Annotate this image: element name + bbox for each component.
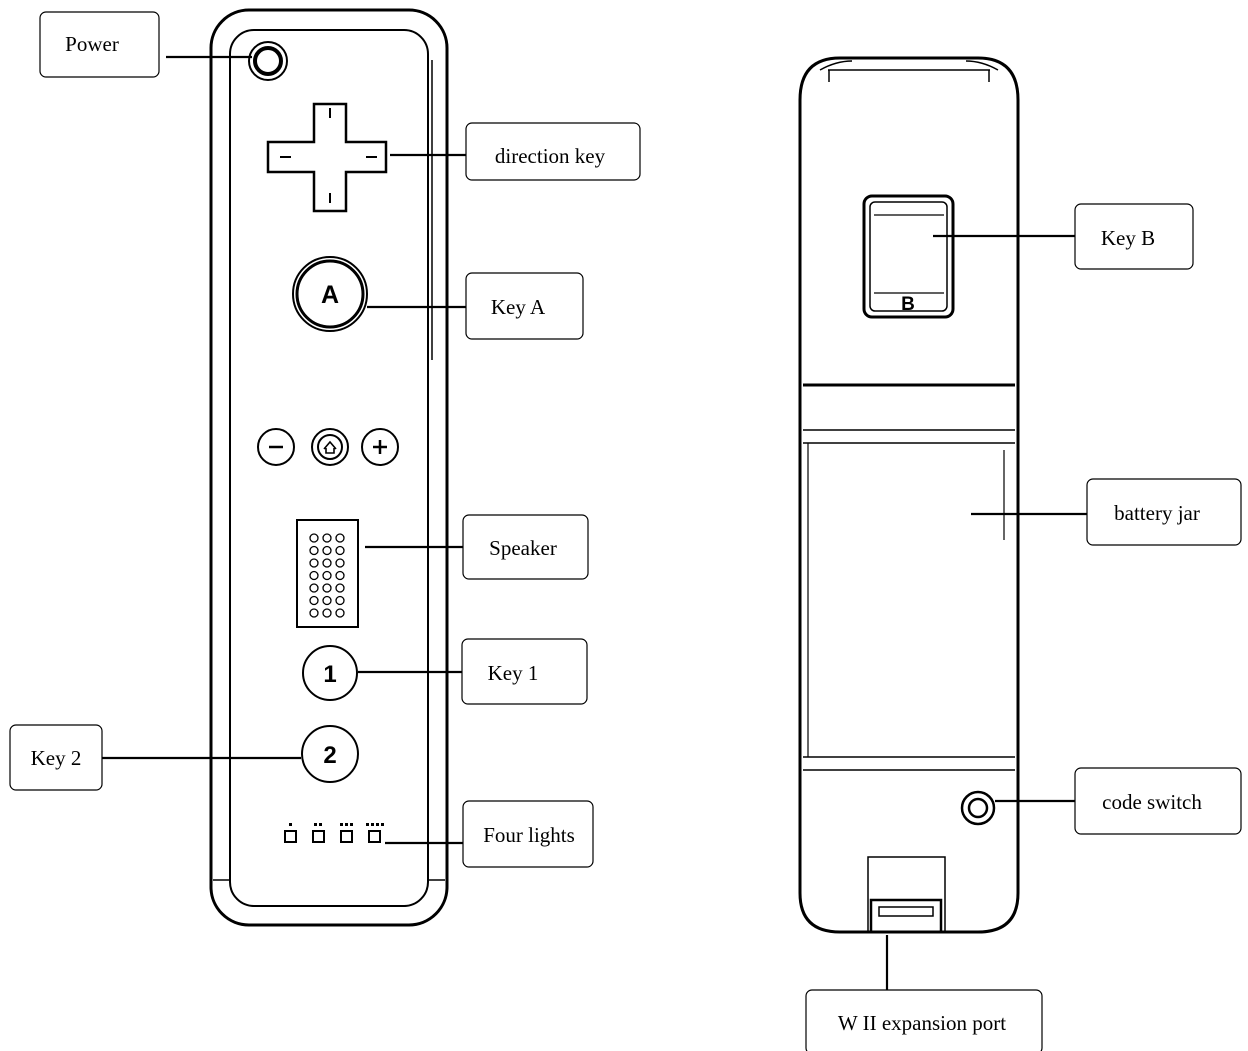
label-key-a-text: Key A bbox=[491, 295, 546, 319]
b-trigger-glyph: B bbox=[901, 294, 915, 315]
key-2-glyph: 2 bbox=[323, 742, 336, 769]
leader-lines bbox=[102, 55, 1087, 992]
speaker-hole bbox=[309, 595, 319, 606]
speaker-hole bbox=[335, 533, 345, 543]
label-key-b-text: Key B bbox=[1101, 226, 1155, 250]
plus-button-icon bbox=[361, 428, 399, 466]
speaker-hole bbox=[335, 570, 345, 581]
speaker-hole bbox=[335, 558, 345, 568]
label-speaker-text: Speaker bbox=[489, 536, 557, 560]
label-key-1: Key 1 bbox=[461, 638, 588, 705]
back-body-outline bbox=[798, 56, 1020, 934]
dpad-icon bbox=[266, 102, 388, 213]
speaker-hole bbox=[335, 583, 345, 593]
home-icon bbox=[311, 428, 349, 466]
speaker-hole bbox=[335, 608, 345, 618]
minus-button-icon bbox=[257, 428, 295, 466]
label-expansion-port: W II expansion port bbox=[805, 989, 1043, 1051]
key-1-glyph: 1 bbox=[323, 661, 336, 688]
speaker-hole bbox=[322, 545, 332, 556]
speaker-hole bbox=[322, 608, 332, 618]
speaker-hole bbox=[335, 545, 345, 556]
label-direction-key: direction key bbox=[465, 122, 641, 181]
key-1-icon: 1 bbox=[302, 645, 358, 701]
speaker-hole bbox=[309, 608, 319, 618]
label-code-switch: code switch bbox=[1074, 767, 1242, 835]
label-direction-key-text: direction key bbox=[495, 144, 606, 168]
key-2-icon: 2 bbox=[301, 725, 359, 783]
label-power: Power bbox=[39, 11, 160, 78]
label-key-a: Key A bbox=[465, 272, 584, 340]
speaker-hole bbox=[309, 545, 319, 556]
light-3-icon bbox=[340, 823, 353, 843]
label-four-lights-text: Four lights bbox=[483, 823, 575, 847]
light-4-icon bbox=[366, 823, 384, 843]
label-key-2-text: Key 2 bbox=[31, 746, 82, 770]
label-power-text: Power bbox=[65, 32, 119, 56]
speaker-hole bbox=[309, 583, 319, 593]
speaker-hole bbox=[335, 595, 345, 606]
power-button-icon bbox=[248, 41, 288, 81]
player-lights bbox=[284, 823, 384, 843]
front-body-outer bbox=[209, 8, 449, 927]
front-view: A 1 2 bbox=[209, 8, 449, 927]
label-key-2: Key 2 bbox=[9, 724, 103, 791]
b-trigger-icon: B bbox=[862, 194, 955, 319]
back-view: B bbox=[798, 56, 1020, 934]
light-1-icon bbox=[284, 823, 297, 843]
speaker-hole bbox=[309, 533, 319, 543]
code-switch-icon bbox=[960, 790, 996, 826]
speaker-hole bbox=[309, 570, 319, 581]
speaker-hole bbox=[309, 558, 319, 568]
speaker-hole bbox=[322, 558, 332, 568]
a-button-glyph: A bbox=[321, 281, 339, 309]
label-key-b: Key B bbox=[1074, 203, 1194, 270]
battery-cover bbox=[803, 383, 1015, 771]
label-battery-jar: battery jar bbox=[1086, 478, 1242, 546]
label-battery-jar-text: battery jar bbox=[1114, 501, 1200, 525]
expansion-port-icon bbox=[866, 856, 947, 934]
speaker-hole bbox=[322, 533, 332, 543]
light-2-icon bbox=[312, 823, 325, 843]
label-speaker: Speaker bbox=[462, 514, 589, 580]
a-button-icon: A bbox=[292, 256, 368, 332]
label-key-1-text: Key 1 bbox=[488, 661, 539, 685]
speaker-hole bbox=[322, 570, 332, 581]
label-code-switch-text: code switch bbox=[1102, 790, 1202, 814]
label-expansion-port-text: W II expansion port bbox=[838, 1011, 1006, 1035]
speaker-grille bbox=[296, 519, 359, 628]
speaker-hole bbox=[322, 595, 332, 606]
label-four-lights: Four lights bbox=[462, 800, 594, 868]
speaker-hole bbox=[322, 583, 332, 593]
